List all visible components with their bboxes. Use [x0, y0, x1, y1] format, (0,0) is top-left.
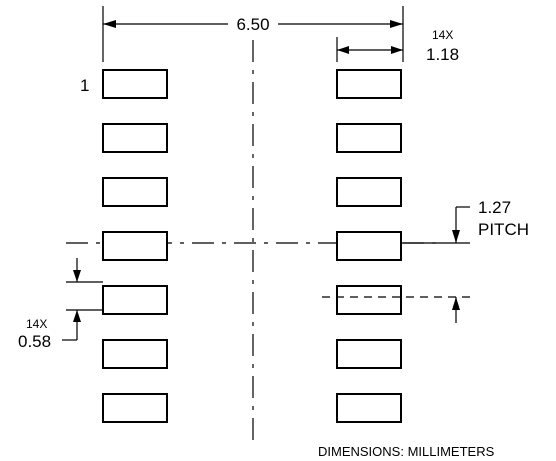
- pitch-word-label: PITCH: [478, 220, 529, 239]
- pitch-value-label: 1.27: [478, 198, 511, 217]
- pad-width-count-label: 14X: [26, 317, 47, 331]
- pad-width-label: 0.58: [18, 332, 51, 351]
- arrow-right-icon: [390, 20, 403, 28]
- pad-right-5: [336, 285, 402, 315]
- pad-left-4: [102, 231, 168, 261]
- pin-one-label: 1: [80, 76, 89, 95]
- pad-left-2: [102, 123, 168, 153]
- arrow-right-icon: [391, 46, 403, 54]
- pad-length-count-label: 14X: [432, 28, 453, 42]
- overall-width-label: 6.50: [236, 15, 269, 34]
- arrow-down-icon: [452, 230, 460, 243]
- arrow-down-icon: [73, 270, 81, 282]
- arrow-left-icon: [337, 46, 349, 54]
- pad-length-label: 1.18: [426, 45, 459, 64]
- pad-array: [102, 69, 402, 423]
- pad-left-6: [102, 339, 168, 369]
- arrow-up-icon: [73, 310, 81, 322]
- units-note: DIMENSIONS: MILLIMETERS: [318, 444, 495, 459]
- pad-right-2: [336, 123, 402, 153]
- arrow-up-icon: [452, 297, 460, 310]
- pad-left-1: [102, 69, 168, 99]
- pad-right-1: [336, 69, 402, 99]
- pad-left-3: [102, 177, 168, 207]
- pad-left-5: [102, 285, 168, 315]
- pad-right-3: [336, 177, 402, 207]
- arrow-left-icon: [103, 20, 116, 28]
- pad-left-7: [102, 393, 168, 423]
- pad-right-6: [336, 339, 402, 369]
- pad-right-7: [336, 393, 402, 423]
- pad-right-4: [336, 231, 402, 261]
